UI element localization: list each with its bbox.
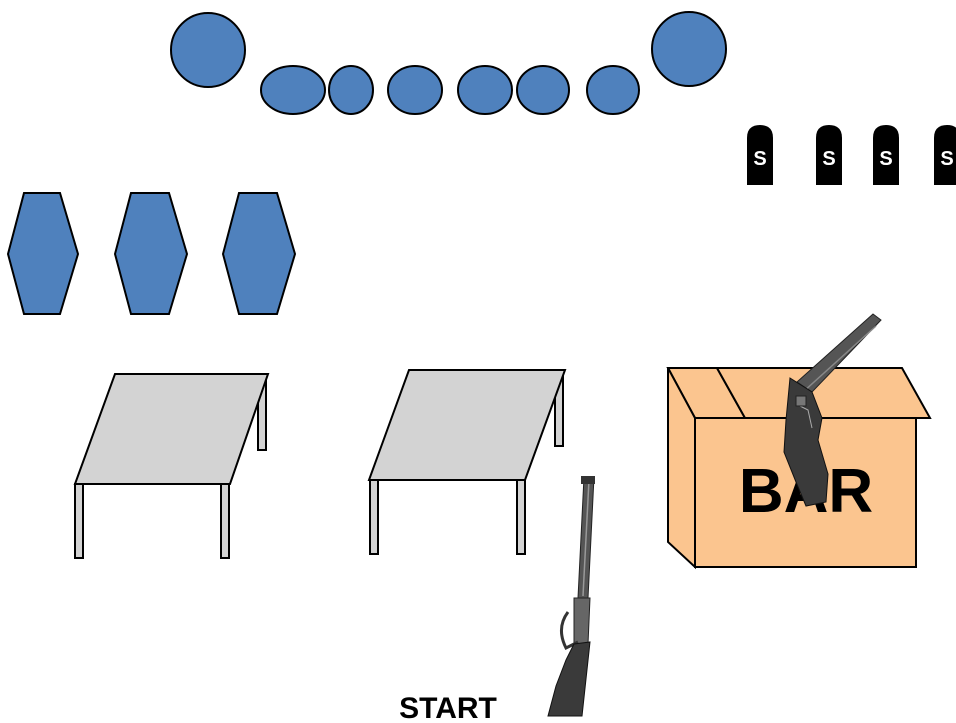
round-target-3 — [387, 65, 443, 115]
round-target-5 — [516, 65, 570, 115]
hex-target-3 — [221, 192, 297, 315]
round-target-6 — [586, 65, 640, 115]
steel-plate-letter: S — [753, 148, 766, 170]
steel-plate-2: S — [816, 125, 842, 185]
round-target-4 — [457, 65, 513, 115]
shotgun-icon — [783, 313, 882, 507]
hex-target-1 — [6, 192, 80, 315]
table-top — [367, 369, 567, 481]
rifle-icon — [547, 476, 595, 717]
round-targets — [170, 11, 727, 115]
steel-plate-3: S — [873, 125, 899, 185]
table-leg — [220, 483, 230, 559]
steel-plate-1: S — [747, 125, 773, 185]
steel-plate-4: S — [934, 125, 956, 185]
table-top — [73, 373, 270, 485]
box-back-flap — [715, 367, 932, 419]
steel-plates: S S S S — [747, 125, 956, 185]
steel-plate-letter: S — [822, 148, 835, 170]
round-target-large-left — [170, 12, 246, 88]
table-center — [367, 369, 567, 555]
round-target-1 — [260, 65, 326, 115]
hex-targets — [6, 192, 297, 315]
table-leg — [516, 479, 526, 555]
hex-target-2 — [113, 192, 189, 315]
steel-plate-letter: S — [940, 148, 953, 170]
table-leg — [369, 479, 379, 555]
steel-plate-letter: S — [879, 148, 892, 170]
round-target-large-right — [651, 11, 727, 87]
round-target-2 — [328, 65, 374, 115]
table-leg — [74, 483, 84, 559]
table-left — [73, 373, 270, 559]
start-label: START — [399, 692, 497, 723]
